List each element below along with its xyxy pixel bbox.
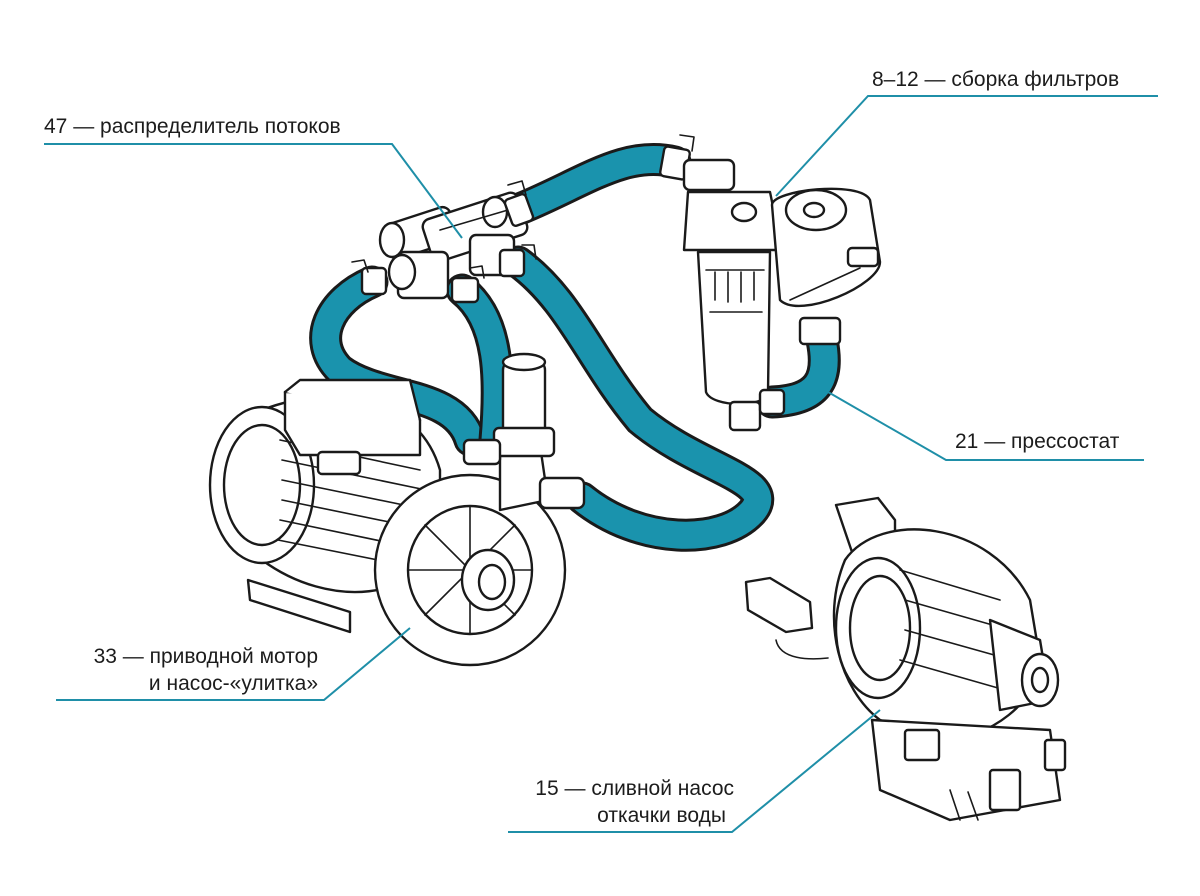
drain-pump: [744, 496, 1067, 822]
flow-distributor: [351, 180, 537, 304]
label-distributor: 47 — распределитель потоков: [44, 115, 341, 138]
leader-drain-pump: [508, 709, 881, 833]
leader-distributor: [44, 143, 463, 239]
label-filters: 8–12 — сборка фильтров: [872, 68, 1120, 91]
label-motor-line2: и насос-«улитка»: [148, 672, 318, 695]
drive-motor-and-volute-pump: [208, 352, 586, 667]
leader-pressure-switch: [827, 391, 1144, 461]
leader-motor: [56, 627, 411, 701]
label-motor-line1: 33 — приводной мотор: [93, 645, 318, 668]
leader-lines: [44, 95, 1158, 833]
label-drain-line1: 15 — сливной насос: [535, 777, 734, 800]
label-pressure-switch: 21 — прессостат: [955, 430, 1120, 453]
label-drain-line2: откачки воды: [597, 804, 726, 827]
filter-assembly: [659, 134, 882, 432]
leader-filters: [775, 95, 1158, 197]
